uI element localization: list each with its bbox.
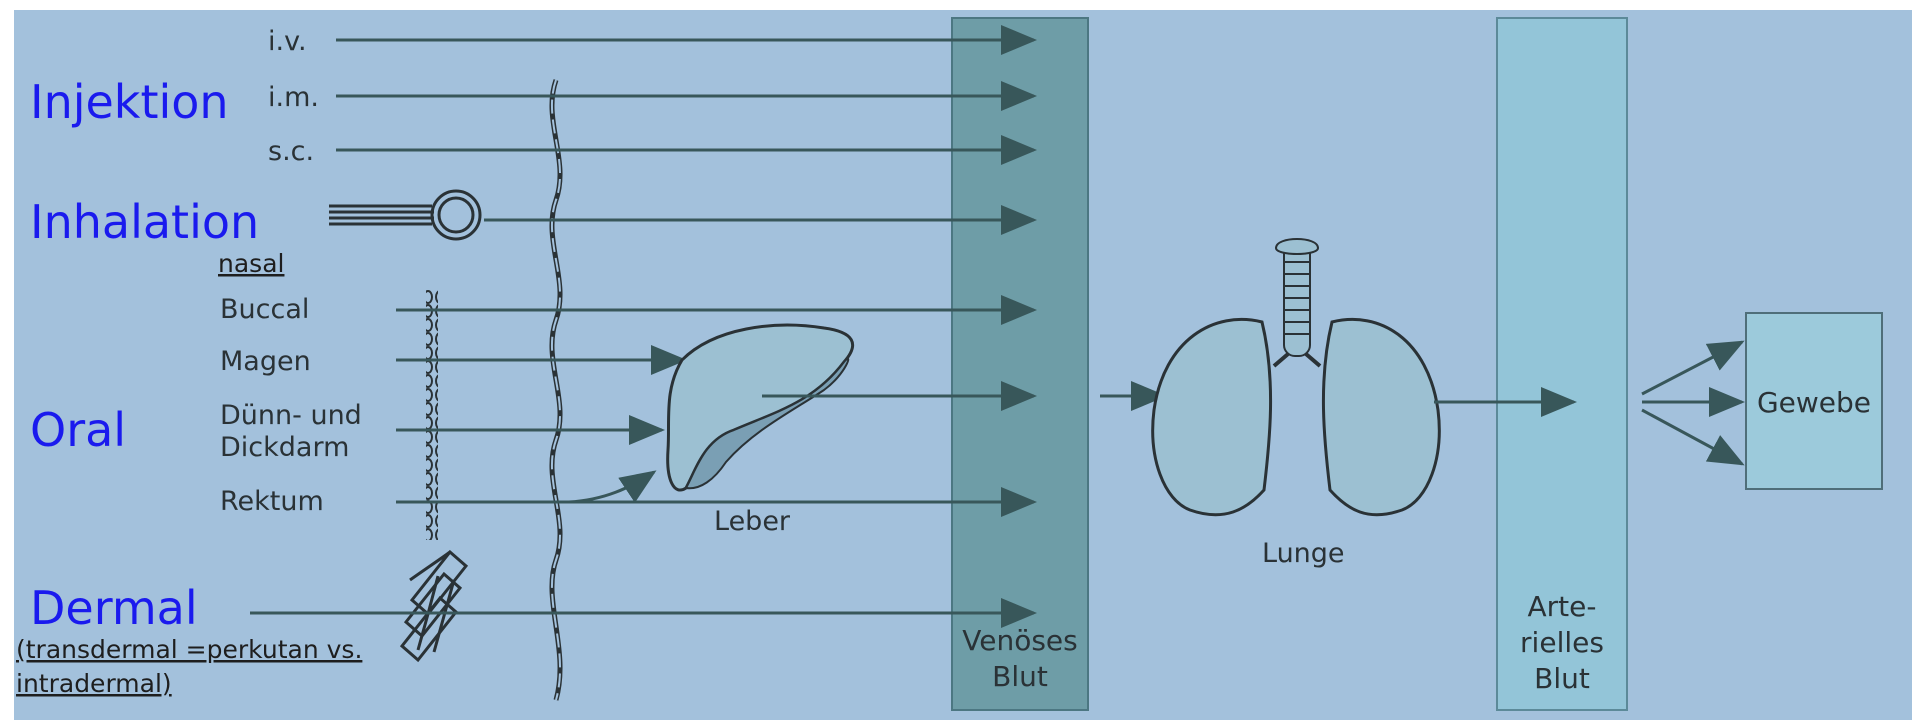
label-arterial-line3: Blut	[1534, 662, 1590, 695]
label-venous-line2: Blut	[992, 660, 1048, 693]
label-buccal: Buccal	[220, 294, 309, 325]
label-dermal-note-line2: intradermal)	[16, 669, 172, 698]
route-label-dermal: Dermal	[30, 581, 198, 635]
label-magen: Magen	[220, 346, 311, 377]
route-label-oral: Oral	[30, 403, 126, 457]
label-darm-line2: Dickdarm	[220, 432, 349, 463]
label-gewebe: Gewebe	[1757, 386, 1871, 419]
label-iv: i.v.	[268, 26, 307, 57]
venous-blood-box	[952, 18, 1088, 710]
label-darm-line1: Dünn- und	[220, 400, 362, 431]
label-arterial-line1: Arte-	[1528, 590, 1597, 623]
label-dermal-note-line1: (transdermal =perkutan vs.	[16, 635, 362, 664]
label-lunge: Lunge	[1262, 538, 1345, 569]
absorption-routes-diagram: Injektion Inhalation Oral Dermal i.v. i.…	[14, 10, 1912, 720]
label-sc: s.c.	[268, 136, 314, 167]
label-rektum: Rektum	[220, 486, 324, 517]
diagram-panel: Injektion Inhalation Oral Dermal i.v. i.…	[14, 10, 1912, 720]
label-nasal: nasal	[218, 249, 284, 278]
route-label-inhalation: Inhalation	[30, 195, 259, 249]
route-label-injektion: Injektion	[30, 75, 229, 129]
label-arterial-line2: rielles	[1520, 626, 1604, 659]
label-venous-line1: Venöses	[962, 624, 1078, 657]
label-im: i.m.	[268, 82, 319, 113]
label-leber: Leber	[714, 506, 791, 537]
